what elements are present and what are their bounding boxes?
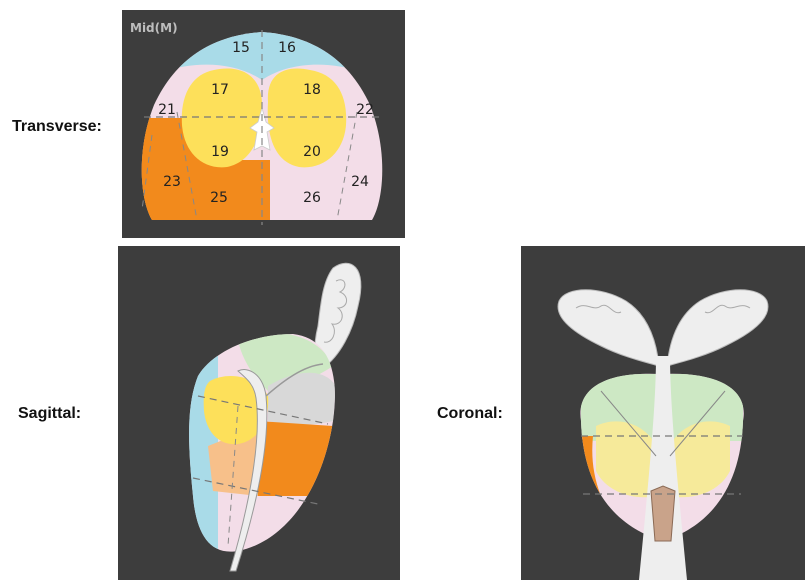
sagittal-label: Sagittal: — [18, 405, 81, 423]
zone-25: 25 — [210, 190, 228, 206]
coronal-seminal-vesicle-right — [667, 290, 768, 366]
zone-21: 21 — [158, 102, 176, 118]
sagittal-diagram — [118, 246, 400, 580]
coronal-diagram — [521, 246, 805, 580]
sagittal-panel — [118, 246, 400, 580]
zone-26: 26 — [303, 190, 321, 206]
zone-24: 24 — [351, 174, 369, 190]
zone-22: 22 — [356, 102, 374, 118]
zone-16: 16 — [278, 40, 296, 56]
coronal-seminal-vesicle-left — [558, 290, 659, 366]
transverse-label: Transverse: — [12, 118, 102, 136]
transverse-diagram: Mid(M) 15 16 17 18 19 20 21 22 23 24 25 … — [122, 10, 405, 238]
coronal-label: Coronal: — [437, 405, 503, 423]
sagittal-highlight — [258, 421, 333, 496]
zone-18: 18 — [303, 82, 321, 98]
level-tag: Mid(M) — [130, 21, 178, 35]
zone-20: 20 — [303, 144, 321, 160]
coronal-panel — [521, 246, 805, 580]
transverse-panel: Mid(M) 15 16 17 18 19 20 21 22 23 24 25 … — [122, 10, 405, 238]
zone-23: 23 — [163, 174, 181, 190]
zone-15: 15 — [232, 40, 250, 56]
zone-17: 17 — [211, 82, 229, 98]
sagittal-gray-zone — [268, 373, 336, 425]
zone-19: 19 — [211, 144, 229, 160]
